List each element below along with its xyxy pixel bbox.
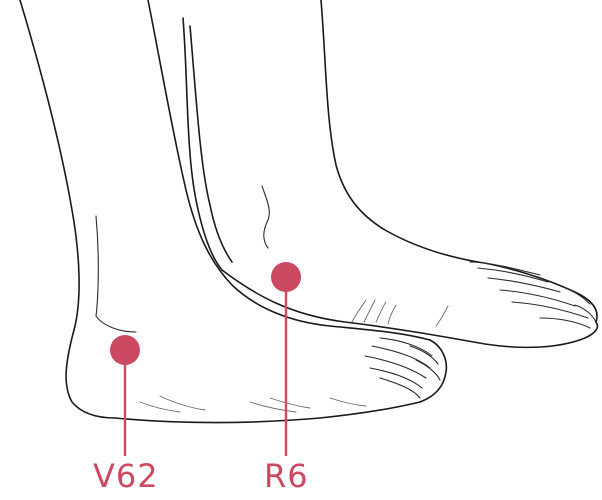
r6-point-label: R6	[264, 456, 309, 496]
v62-point-marker	[110, 335, 140, 365]
v62-point-label: V62	[93, 456, 159, 496]
r6-point-marker	[271, 262, 301, 292]
left-foot-drawing	[20, 0, 446, 423]
